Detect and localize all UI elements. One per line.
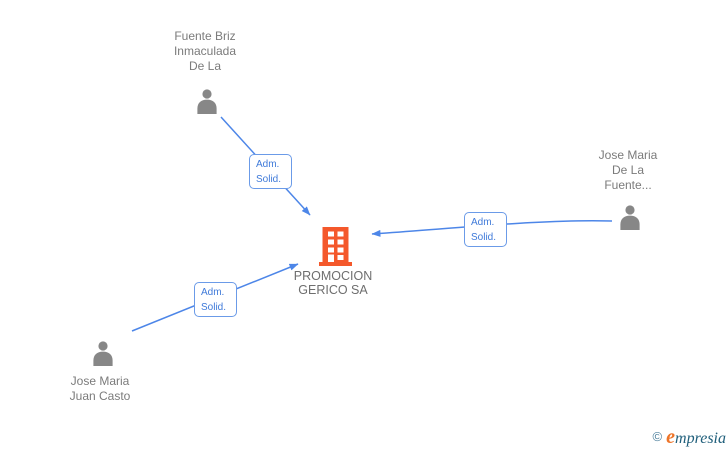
company-node-promocion-gerico[interactable]: PROMOCION GERICO SA	[273, 269, 393, 297]
edge-label-adm-solid: Adm. Solid.	[249, 154, 292, 189]
person-node-jose-maria-juan-casto[interactable]: Jose Maria Juan Casto	[40, 374, 160, 404]
person-name-line: Fuente...	[604, 178, 652, 192]
person-node-fuente-briz[interactable]: Fuente Briz Inmaculada De La	[140, 29, 270, 74]
edge-label-adm-solid: Adm. Solid.	[464, 212, 507, 247]
brand-initial: e	[666, 426, 676, 448]
person-name-line: De La	[188, 59, 222, 73]
edge-label-line: Adm.	[256, 159, 280, 170]
person-name-line: Jose Maria	[70, 374, 130, 388]
edge-label-line: Adm.	[471, 217, 495, 228]
person-icon[interactable]	[617, 203, 643, 230]
edge-label-line: Solid.	[256, 174, 282, 185]
edge-label-adm-solid: Adm. Solid.	[194, 282, 237, 317]
person-name-line: De La	[611, 163, 645, 177]
person-node-jose-maria-de-la-fuente[interactable]: Jose Maria De La Fuente...	[568, 148, 688, 193]
person-name-line: Inmaculada	[173, 44, 237, 58]
company-name-line: GERICO SA	[298, 283, 368, 297]
empresia-logo: ©empresia	[653, 426, 726, 449]
person-name-line: Juan Casto	[69, 389, 131, 403]
person-icon[interactable]	[194, 87, 220, 114]
edge-label-line: Solid.	[201, 302, 227, 313]
person-icon[interactable]	[90, 339, 116, 366]
edge-label-line: Solid.	[471, 232, 497, 243]
person-name-line: Fuente Briz	[174, 29, 236, 43]
company-name-line: PROMOCION	[293, 269, 373, 283]
building-icon[interactable]	[319, 227, 352, 266]
copyright-icon: ©	[652, 429, 663, 444]
edge-label-line: Adm.	[201, 287, 225, 298]
brand-name: mpresia	[675, 430, 726, 447]
person-name-line: Jose Maria	[598, 148, 658, 162]
